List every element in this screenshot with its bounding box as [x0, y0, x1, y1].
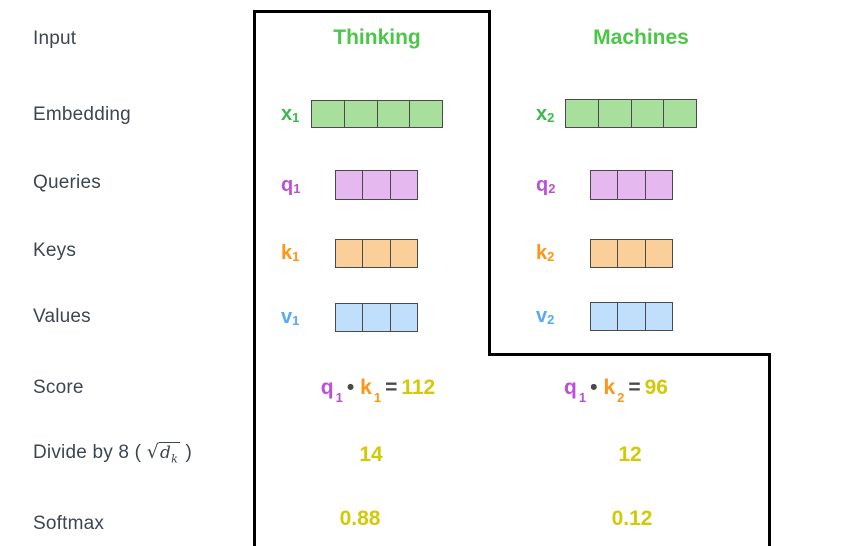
key-vector-2 [590, 239, 673, 268]
vector-cell [378, 101, 411, 127]
row-label-input: Input [33, 28, 77, 49]
score1-equals-sign: = [385, 376, 398, 399]
vector-cell [391, 240, 417, 267]
sqrt-radical-symbol: √ [146, 441, 159, 463]
value-label-v1-subscript: 1 [292, 313, 300, 328]
key-label-k1-letter: k [281, 242, 293, 264]
vector-cell [618, 303, 646, 330]
vector-cell [632, 100, 665, 127]
sqrt-argument: dk [159, 442, 180, 466]
key-label-k1-subscript: 1 [292, 249, 300, 264]
vector-cell [336, 171, 364, 199]
score2-dot-operator: • [590, 376, 598, 399]
score2-equals-sign: = [628, 376, 641, 399]
value-label-v2-subscript: 2 [547, 312, 555, 327]
vector-cell [591, 171, 619, 199]
divide-prefix: Divide by 8 ( [33, 442, 147, 463]
value-label-v1-letter: v [281, 306, 293, 328]
vector-cell [336, 240, 364, 267]
vector-cell [618, 171, 646, 199]
query-label-q2-letter: q [536, 173, 549, 196]
softmax-score-2: 0.12 [611, 507, 653, 530]
query-label-q1-letter: q [281, 173, 294, 196]
vector-cell [599, 100, 632, 127]
embedding-vector-2 [565, 99, 697, 128]
row-label-softmax: Softmax [33, 513, 105, 534]
divided-score-1: 14 [359, 443, 383, 466]
vector-cell [646, 240, 672, 267]
divided-score-2: 12 [618, 443, 642, 466]
value-vector-1 [335, 303, 418, 332]
key-vector-1 [335, 239, 418, 268]
embedding-label-x1-letter: x [281, 102, 293, 125]
vector-cell [363, 240, 391, 267]
embedding-label-x2-letter: x [536, 102, 548, 125]
query-label-q2-subscript: 2 [548, 180, 556, 196]
column-header-machines: Machines [593, 26, 689, 49]
column-header-thinking: Thinking [333, 26, 421, 49]
vector-cell [391, 171, 417, 199]
vector-cell [336, 304, 364, 331]
row-label-values: Values [33, 306, 91, 327]
row-label-keys: Keys [33, 240, 77, 261]
key-label-k2-subscript: 2 [547, 249, 555, 264]
vector-cell [391, 304, 417, 331]
row-label-embedding: Embedding [33, 104, 131, 125]
vector-cell [312, 101, 345, 127]
value-vector-2 [590, 302, 673, 331]
vector-cell [363, 171, 391, 199]
vector-cell [410, 101, 442, 127]
vector-cell [646, 171, 672, 199]
query-label-q1-subscript: 1 [293, 180, 301, 196]
embedding-vector-1 [311, 100, 443, 128]
softmax-score-1: 0.88 [339, 507, 381, 530]
vector-cell [345, 101, 378, 127]
sqrt-base: d [160, 443, 172, 463]
row-label-queries: Queries [33, 172, 101, 193]
divide-suffix: ) [179, 442, 192, 463]
query-vector-1 [335, 170, 418, 200]
vector-cell [618, 240, 646, 267]
embedding-label-x2-subscript: 2 [547, 109, 555, 125]
row-label-score: Score [33, 377, 84, 398]
vector-cell [646, 303, 672, 330]
vector-cell [591, 240, 619, 267]
vector-cell [591, 303, 619, 330]
vector-cell [363, 304, 391, 331]
key-label-k2-letter: k [536, 242, 548, 264]
score1-dot-operator: • [346, 376, 355, 399]
sqrt-subscript: k [171, 452, 178, 466]
score1-result: 112 [401, 376, 436, 399]
score2-result: 96 [644, 376, 668, 399]
vector-cell [664, 100, 696, 127]
value-label-v2-letter: v [536, 305, 548, 327]
query-vector-2 [590, 170, 673, 200]
row-label-divide: Divide by 8 ( √dk ) [33, 441, 192, 465]
vector-cell [566, 100, 599, 127]
embedding-label-x1-subscript: 1 [292, 109, 300, 125]
